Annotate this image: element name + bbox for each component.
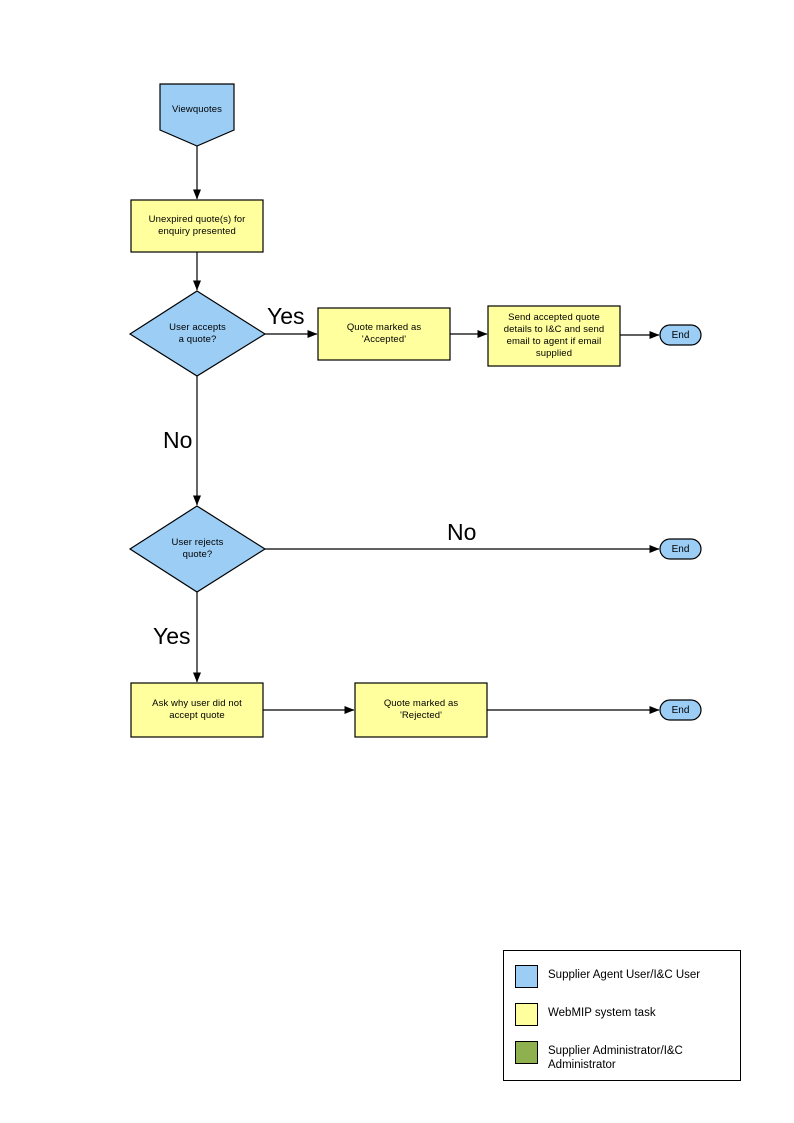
- legend-panel: Supplier Agent User/I&C User WebMIP syst…: [503, 950, 741, 1081]
- legend-swatch-green-icon: [515, 1041, 538, 1064]
- node-end-1[interactable]: [659, 324, 702, 346]
- node-end-2[interactable]: [659, 538, 702, 560]
- edge-label-rejects-no: No: [447, 519, 477, 545]
- legend-item-supplier-administrator: Supplier Administrator/I&C Administrator: [515, 1041, 683, 1072]
- legend-item-supplier-agent-user: Supplier Agent User/I&C User: [515, 965, 700, 988]
- node-end-3[interactable]: [659, 699, 702, 721]
- edge-label-rejects-yes: Yes: [153, 623, 191, 649]
- edge-label-accepts-no: No: [163, 427, 193, 453]
- edge-label-accepts-yes: Yes: [267, 303, 305, 329]
- node-start-viewquotes[interactable]: [159, 83, 235, 147]
- node-ask-why-not-accepted[interactable]: [130, 682, 264, 738]
- legend-swatch-blue-icon: [515, 965, 538, 988]
- legend-swatch-yellow-icon: [515, 1003, 538, 1026]
- node-end-3-label: End: [671, 704, 690, 716]
- legend-item-webmip-system-task: WebMIP system task: [515, 1003, 656, 1026]
- node-quote-marked-rejected[interactable]: [354, 682, 488, 738]
- node-decision-user-accepts[interactable]: [128, 290, 267, 377]
- legend-label-supplier-administrator: Supplier Administrator/I&C Administrator: [548, 1045, 683, 1071]
- node-end-2-label: End: [671, 543, 690, 555]
- legend-label-supplier-agent-user: Supplier Agent User/I&C User: [548, 969, 701, 981]
- node-send-accepted-details[interactable]: [487, 305, 621, 367]
- node-end-1-label: End: [671, 329, 690, 341]
- node-decision-user-rejects[interactable]: [128, 505, 267, 593]
- node-quote-marked-accepted[interactable]: [317, 307, 451, 361]
- legend-label-webmip-system-task: WebMIP system task: [548, 1007, 656, 1019]
- node-unexpired-quotes[interactable]: [130, 199, 264, 253]
